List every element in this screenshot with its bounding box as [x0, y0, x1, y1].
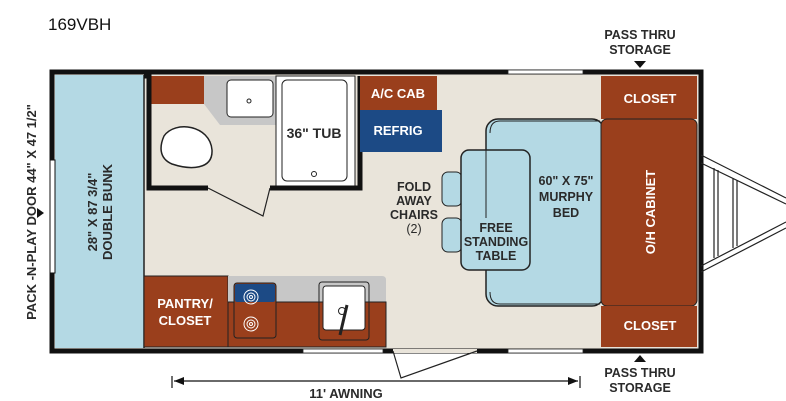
- free-standing-table: [460, 149, 531, 271]
- drain-icon: [246, 98, 252, 104]
- entry-door-swing: [392, 350, 478, 379]
- pass-thru-top-line2: STORAGE: [609, 43, 671, 57]
- bath-sink: [226, 79, 274, 118]
- pack-n-play-door[interactable]: [49, 159, 56, 274]
- hitch: [700, 154, 786, 273]
- window: [507, 69, 584, 75]
- murphy-bed-edges: [489, 120, 600, 305]
- closet-top: [601, 76, 697, 119]
- closet-top-label: CLOSET: [624, 91, 677, 106]
- arrow-down-icon: [634, 61, 646, 68]
- pass-thru-top-line1: PASS THRU: [604, 28, 675, 42]
- chair: [441, 171, 463, 207]
- toilet: [160, 126, 213, 169]
- drain-icon: [311, 171, 317, 177]
- window: [507, 348, 584, 354]
- bathroom-door[interactable]: [207, 187, 271, 217]
- refrigerator: [360, 110, 442, 152]
- model-title: 169VBH: [48, 15, 111, 34]
- chairs-label-1: FOLD: [397, 180, 431, 194]
- table-label-2: STANDING: [464, 235, 528, 249]
- table-label-3: TABLE: [476, 249, 517, 263]
- closet-bottom: [601, 306, 697, 347]
- murphy-label-1: MURPHY: [539, 190, 594, 204]
- pantry: [143, 275, 229, 348]
- ac-cab-label: A/C CAB: [371, 86, 425, 101]
- awning-label: 11' AWNING: [309, 386, 382, 401]
- bunk-size: 28" X 87 3/4": [85, 173, 100, 252]
- burner-icon: [243, 289, 259, 332]
- ac-cabinet: [360, 76, 437, 110]
- table-label-1: FREE: [479, 221, 512, 235]
- chair: [441, 217, 463, 253]
- pass-thru-bottom-line1: PASS THRU: [604, 366, 675, 380]
- oh-cabinet-label: O/H CABINET: [643, 170, 658, 255]
- stove-top: [235, 284, 275, 302]
- chairs-label-3: CHAIRS: [390, 208, 438, 222]
- window: [302, 348, 384, 354]
- murphy-size: 60" X 75": [539, 174, 594, 188]
- door-label: PACK -N-PLAY DOOR 44" X 47 1/2": [24, 104, 39, 320]
- arrow-right-icon: [37, 208, 44, 218]
- murphy-label-2: BED: [553, 206, 579, 220]
- closet-bottom-label: CLOSET: [624, 318, 677, 333]
- bunk-label: DOUBLE BUNK: [100, 163, 115, 260]
- entry-door[interactable]: [393, 349, 477, 353]
- kitchen-sink: [318, 281, 370, 341]
- pass-thru-bottom-line2: STORAGE: [609, 381, 671, 395]
- pantry-label-1: PANTRY/: [157, 296, 213, 311]
- chairs-label-2: AWAY: [396, 194, 432, 208]
- awning-dimension: [171, 376, 581, 388]
- double-bunk: [55, 75, 144, 348]
- tub-label: 36" TUB: [287, 125, 342, 141]
- arrow-up-icon: [634, 355, 646, 362]
- tub-basin: [281, 79, 348, 182]
- pantry-label-2: CLOSET: [159, 313, 212, 328]
- refrig-label: REFRIG: [373, 123, 422, 138]
- drain-icon: [338, 307, 346, 315]
- chairs-label-4: (2): [406, 222, 421, 236]
